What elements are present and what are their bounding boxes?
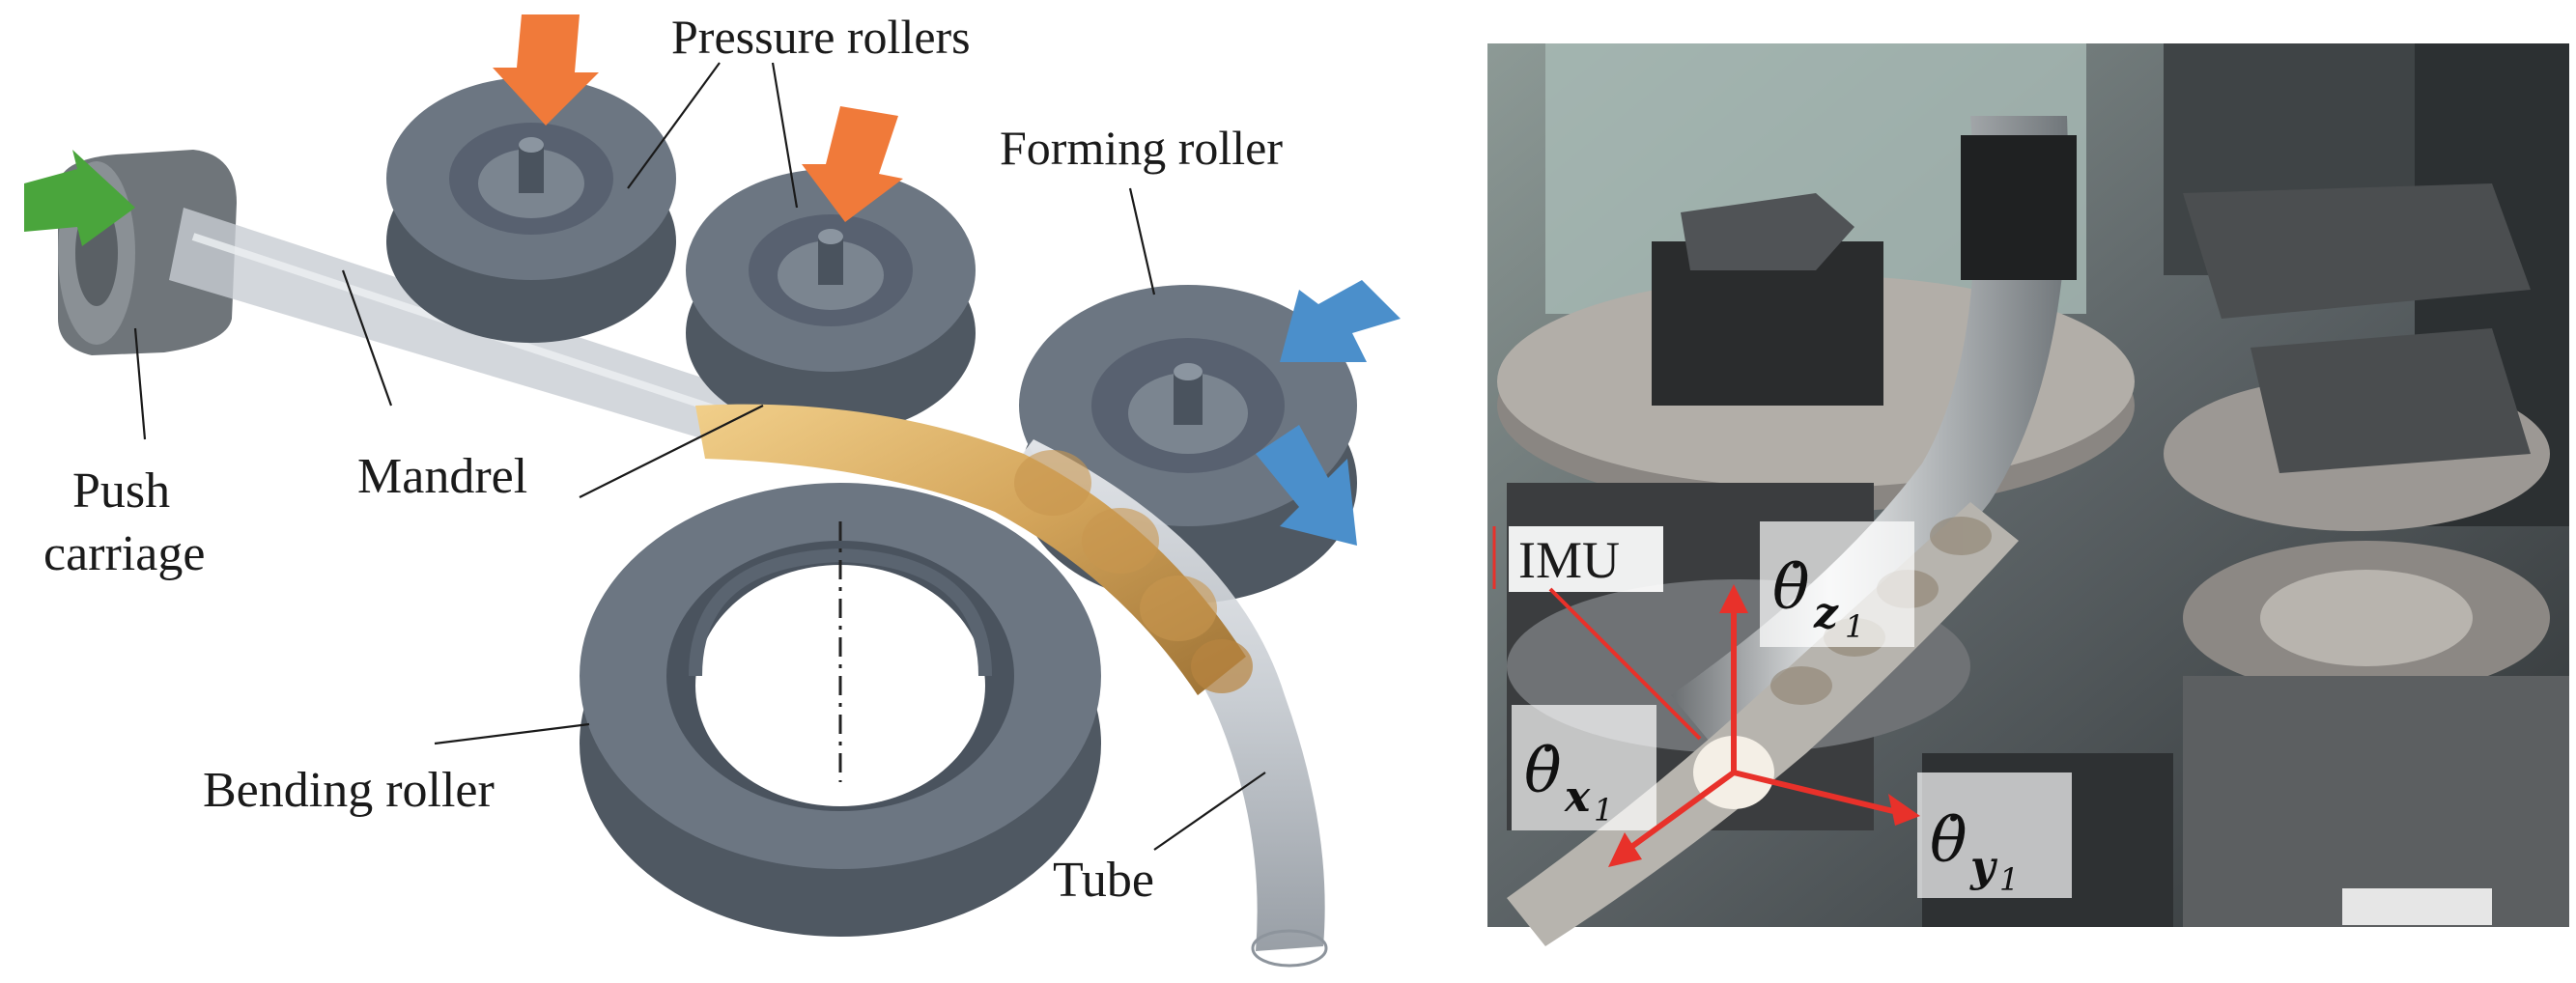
tube-label: Tube: [1053, 853, 1154, 908]
svg-text:z: z: [1813, 589, 1839, 638]
machine-diagram: Pressure rollers Forming roller Push car…: [24, 10, 1401, 968]
imu-axes: [1608, 584, 1920, 867]
pressure-arrow-2: [802, 106, 903, 222]
bending-roller-label: Bending roller: [203, 763, 495, 818]
theta-x-label: θ̇ x 1: [1524, 736, 1613, 829]
svg-text:θ̇: θ̇: [1930, 805, 1967, 877]
svg-text:1: 1: [1845, 608, 1864, 645]
pressure-arrow-1: [493, 14, 599, 126]
svg-text:θ̇: θ̇: [1524, 736, 1562, 807]
svg-text:1: 1: [1594, 792, 1613, 829]
forming-roller-label: Forming roller: [1000, 121, 1283, 175]
svg-text:1: 1: [1999, 861, 2019, 898]
forming-arrow-out: [1256, 425, 1357, 546]
svg-text:x: x: [1564, 772, 1591, 822]
svg-text:y: y: [1969, 842, 1998, 891]
leader-lines: [133, 62, 1266, 851]
svg-text:θ̇: θ̇: [1772, 552, 1810, 624]
machine-photo: IMU θ̇ z 1 θ̇ x 1 θ̇ y 1: [1487, 43, 2569, 946]
imu-label: IMU: [1518, 531, 1620, 589]
theta-z-label: θ̇ z 1: [1772, 552, 1864, 645]
imu-leader-line: [1548, 587, 1702, 741]
bending-roller: [580, 483, 1101, 937]
pressure-roller-1: [386, 77, 676, 343]
push-carriage-label-line2: carriage: [43, 526, 205, 581]
push-carriage-label-line1: Push: [72, 463, 170, 519]
push-arrow: [24, 150, 135, 246]
theta-y-label: θ̇ y 1: [1930, 805, 2019, 898]
forming-arrow-in: [1280, 280, 1401, 362]
pressure-roller-2: [686, 169, 976, 435]
mandrel-label: Mandrel: [357, 449, 527, 504]
pressure-rollers-label: Pressure rollers: [671, 10, 971, 64]
mandrel-balls: [695, 404, 1253, 695]
